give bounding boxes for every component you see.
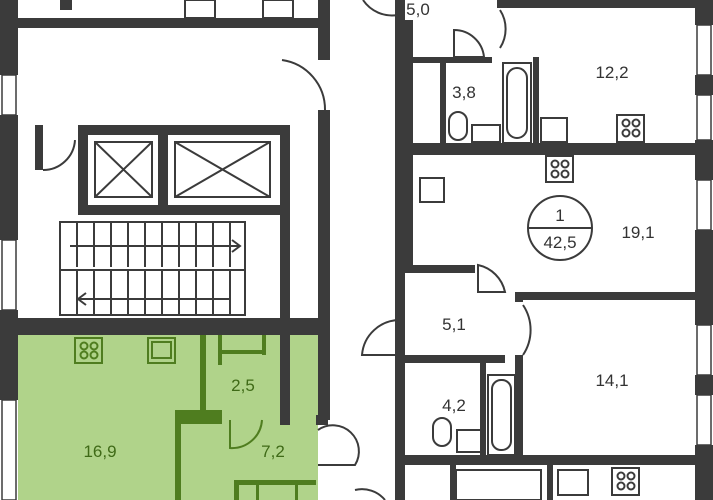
elevator-icon: [174, 141, 271, 198]
room-area-storage: 2,5: [231, 376, 255, 395]
highlighted-apartment-walls: [175, 335, 360, 500]
room-area-hall-bottom: 5,1: [442, 315, 466, 334]
staircase: [59, 221, 246, 316]
bathtub-icon: [455, 62, 542, 500]
sink-icon: [147, 337, 176, 364]
room-area-hall-top: 5,0: [406, 0, 430, 19]
left-exterior-wall: [0, 0, 18, 500]
room-area-living-kitchen: 16,9: [83, 442, 116, 461]
elevator-icon: [94, 141, 153, 198]
rooms-count: 1: [555, 206, 564, 225]
highlighted-apartment[interactable]: [18, 335, 318, 500]
apartment-badge[interactable]: 1 42,5: [527, 195, 593, 261]
arrow-left-icon: [76, 292, 230, 306]
stove-icon: [545, 114, 645, 496]
apartment-1-walls: [354, 0, 713, 500]
room-area-kitchen-top: 12,2: [595, 63, 628, 82]
total-area: 42,5: [543, 233, 576, 252]
room-area-room-bottom: 14,1: [595, 371, 628, 390]
sink-icon: [419, 117, 589, 496]
room-area-room: 19,1: [621, 223, 654, 242]
toilet-icon: [432, 111, 468, 447]
room-area-bathroom-top: 3,8: [452, 83, 476, 102]
stove-icon: [74, 337, 103, 364]
arrow-right-icon: [70, 239, 242, 253]
core-walls: [18, 0, 330, 425]
elevator-block: [78, 125, 280, 215]
room-area-bathroom-bottom: 4,2: [442, 396, 466, 415]
room-area-hall: 7,2: [261, 442, 285, 461]
